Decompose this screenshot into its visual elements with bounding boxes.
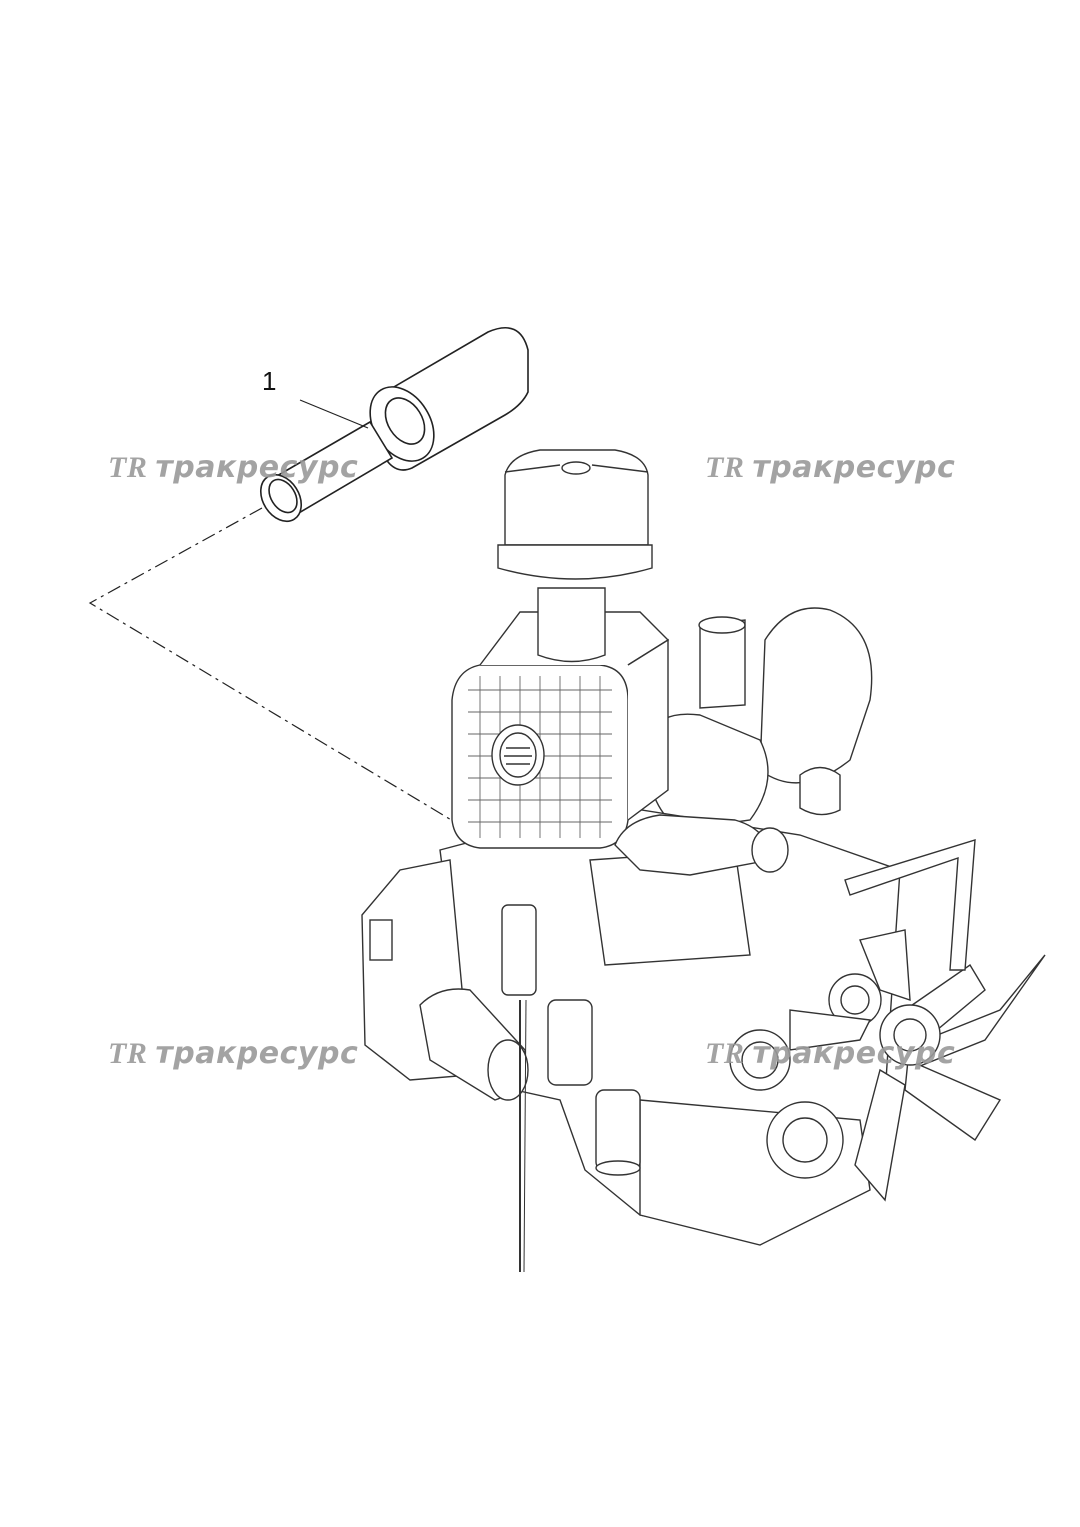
assembly-line [88,507,489,843]
callout-number: 1 [262,366,277,396]
watermark-brand-text: тракресурс [155,450,359,485]
engine-assembly [361,449,1046,1273]
brand-logo-icon: TR [705,1036,745,1070]
watermark-brand-text: тракресурс [155,1036,359,1071]
watermark: TR тракресурс [705,1036,955,1071]
watermark: TR тракресурс [108,1036,358,1071]
watermark: TR тракресурс [705,450,955,485]
callout-leader [299,399,369,429]
brand-logo-icon: TR [108,1036,148,1070]
brand-logo-icon: TR [705,450,745,484]
watermark: TR тракресурс [108,450,358,485]
part-1-pipe[interactable] [252,327,529,529]
watermark-brand-text: тракресурс [752,1036,956,1071]
watermark-brand-text: тракресурс [752,450,956,485]
brand-logo-icon: TR [108,450,148,484]
